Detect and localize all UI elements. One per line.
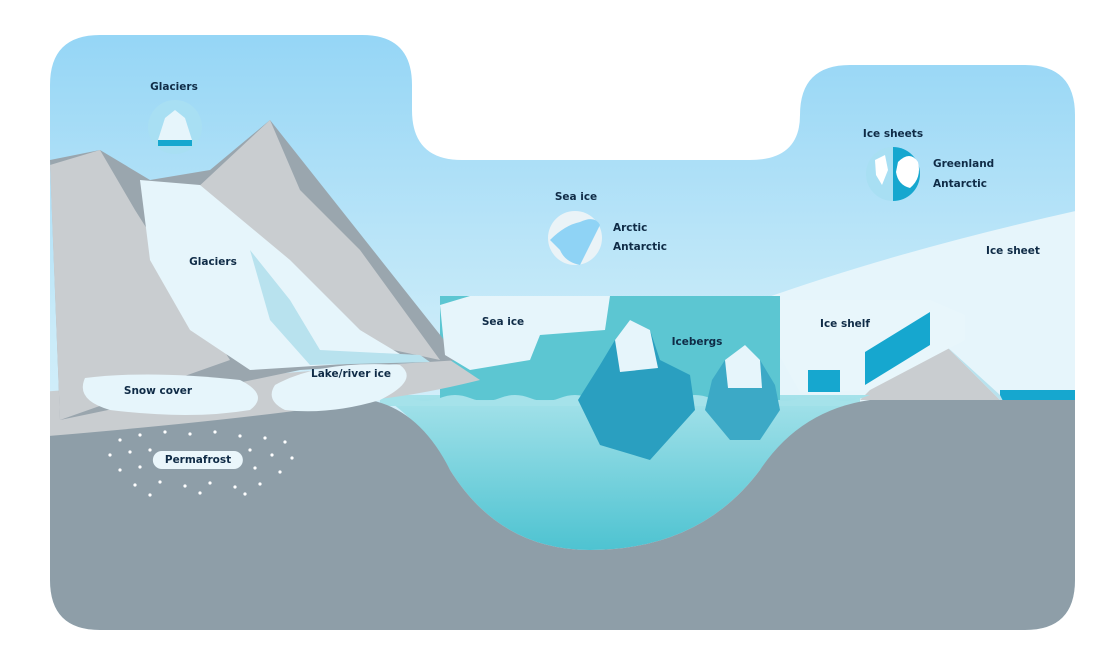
glaciers-label: Glaciers [189,256,237,268]
iceberg [705,345,780,440]
ground [50,400,1075,630]
ice-sheets-icon-label: Ice sheets [862,128,924,140]
ice-shelf-label: Ice shelf [820,318,870,330]
snow-cover [82,374,259,415]
glacier [140,180,410,370]
ice-sheet-label: Ice sheet [986,245,1040,257]
glaciers-icon [148,100,202,154]
sea-ice-floe [440,296,610,370]
sea-ice-arctic-label: Arctic [613,222,648,234]
permafrost-dots [108,430,294,497]
lake-river-ice-label: Lake/river ice [311,368,391,380]
sea-ice-icon-label: Sea ice [554,191,598,203]
ice-sheets-globe-icon [866,147,920,201]
icebergs-label: Icebergs [671,336,723,348]
iceberg [578,320,695,460]
sea-ice-globe-icon [548,211,602,265]
snow-cover-label: Snow cover [123,385,193,397]
lake-river-ice [271,364,407,412]
sea-ice-label: Sea ice [481,316,525,328]
sea-ice-antarctic-label: Antarctic [613,241,667,253]
glaciers-icon-label: Glaciers [150,81,198,93]
ice-sheets-greenland-label: Greenland [933,158,995,170]
permafrost-label: Permafrost [152,451,244,469]
ice-sheets-antarctic-label: Antarctic [933,178,987,190]
